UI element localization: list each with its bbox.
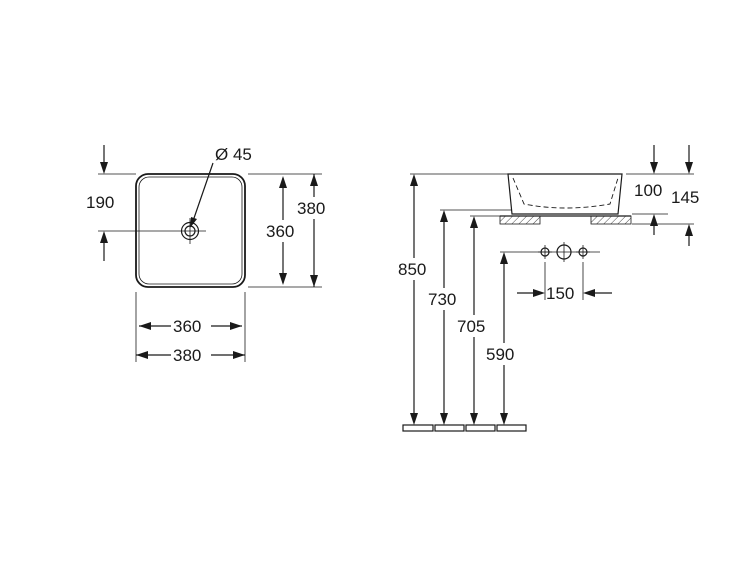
offset-dimension: 190	[86, 145, 136, 261]
tap-spacing-label: 150	[546, 284, 574, 303]
countertop-right	[590, 215, 632, 225]
height-590-dimension: 590	[484, 252, 522, 425]
inner-height-label: 360	[266, 222, 294, 241]
tap-holes: 150	[500, 242, 612, 303]
basin-inner-outline	[138, 176, 243, 285]
drain-hole	[175, 218, 206, 244]
hole-leader-line	[192, 162, 214, 222]
outer-height-label: 380	[297, 199, 325, 218]
side-view: 100 145 150	[396, 145, 699, 432]
plan-view: Ø 45 190 360 380	[86, 145, 332, 365]
width-dimensions: 360 380	[135, 292, 246, 365]
height-705-label: 705	[457, 317, 485, 336]
basin-outer-outline	[135, 173, 246, 288]
total-height-label: 145	[671, 188, 699, 207]
height-850-label: 850	[398, 260, 426, 279]
countertop-left	[499, 215, 541, 225]
floor	[402, 424, 527, 432]
hole-diameter-label: Ø 45	[215, 145, 252, 164]
offset-label: 190	[86, 193, 114, 212]
outer-width-label: 380	[173, 346, 201, 365]
height-730-dimension: 730	[426, 209, 512, 425]
height-705-dimension: 705	[456, 215, 500, 425]
inner-width-label: 360	[173, 317, 201, 336]
basin-side-profile	[507, 173, 623, 215]
height-730-label: 730	[428, 290, 456, 309]
bowl-height-dimensions: 100 145	[626, 145, 699, 246]
bowl-height-label: 100	[634, 181, 662, 200]
height-590-label: 590	[486, 345, 514, 364]
height-850-dimension: 850	[396, 173, 508, 425]
height-dimensions: 360 380	[248, 173, 332, 288]
basin-inner-dashed	[512, 177, 619, 209]
